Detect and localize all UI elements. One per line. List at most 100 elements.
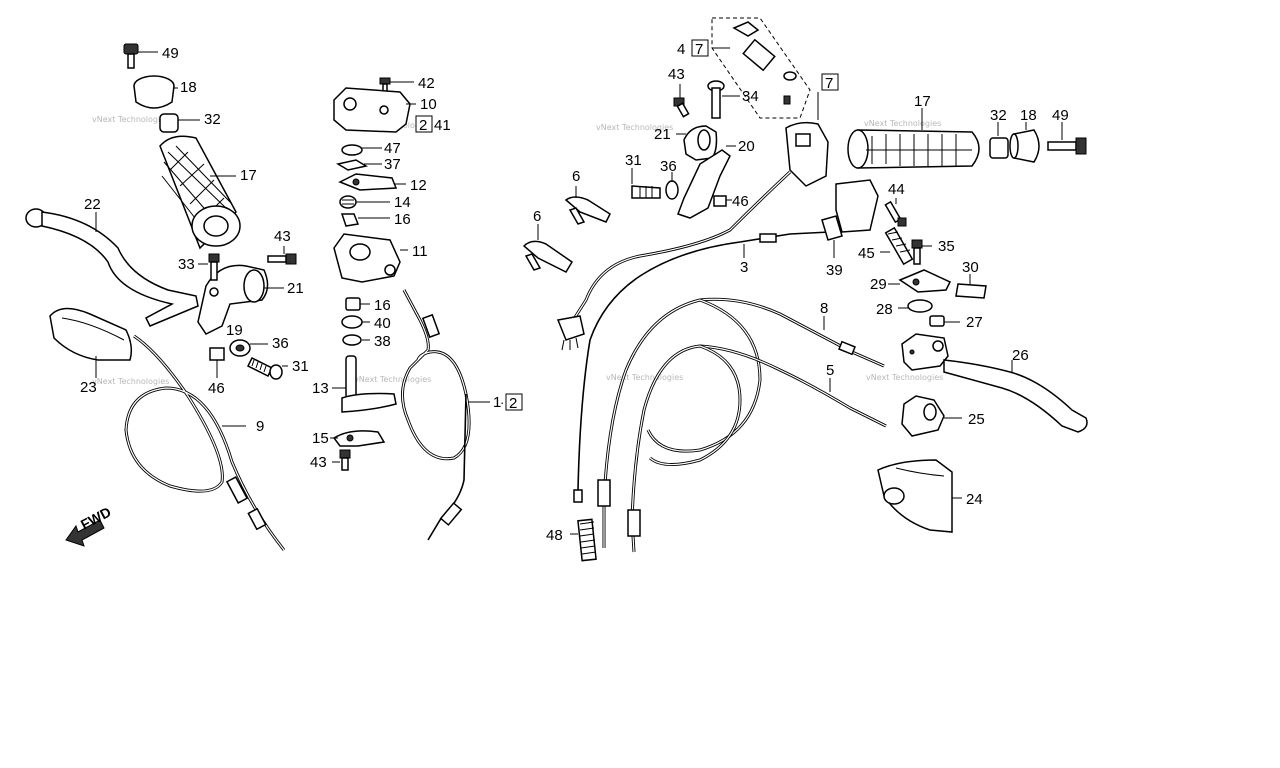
- callout: 39: [826, 262, 843, 279]
- part-cable-3: [573, 231, 831, 503]
- callout: 44: [888, 181, 905, 198]
- part-holder-21-right: [676, 125, 718, 161]
- callout: 32: [204, 111, 221, 128]
- callout: 16: [374, 297, 391, 314]
- callout: 37: [384, 156, 401, 173]
- part-cable-5: [627, 344, 887, 553]
- ref-box-7-top: 7: [821, 73, 839, 92]
- part-throttle-arm-12: [338, 173, 406, 191]
- callout: 34: [742, 88, 759, 105]
- callout: 42: [418, 75, 435, 92]
- callout: 6: [533, 208, 541, 225]
- part-holder-25: [901, 395, 962, 437]
- callout: 36: [660, 158, 677, 175]
- watermark: vNext Technologies: [92, 377, 169, 386]
- watermark: vNext Technologies: [596, 123, 673, 132]
- callout: 29: [870, 276, 887, 293]
- part-switch-39: [821, 215, 843, 258]
- part-switch-harness: [556, 170, 792, 351]
- callout: 23: [80, 379, 97, 396]
- part-lever-cover-24: [877, 459, 962, 533]
- callout: 18: [1020, 107, 1037, 124]
- callout: 43: [668, 66, 685, 83]
- part-washer-36-left: [229, 339, 268, 357]
- callout: 18: [180, 79, 197, 96]
- callout: 49: [1052, 107, 1069, 124]
- callout: 45: [858, 245, 875, 262]
- part-bolt-31-left: [246, 356, 288, 380]
- callout-labels: 49 18 32 17 22 43 33 21 19 36 31 23 46 9…: [80, 41, 1069, 544]
- part-lever-cover-23: [49, 307, 133, 378]
- part-lever-bracket-21-left: [197, 264, 284, 335]
- callout: 25: [968, 411, 985, 428]
- part-switch-housing: [785, 92, 879, 233]
- svg-text:2: 2: [419, 117, 427, 134]
- part-37: [336, 159, 382, 171]
- svg-text:7: 7: [825, 75, 833, 92]
- part-47: [341, 144, 382, 156]
- part-grip-17-left: [159, 135, 241, 250]
- callout: 6: [572, 168, 580, 185]
- part-bolt-49-right: [1047, 122, 1087, 155]
- callout: 31: [625, 152, 642, 169]
- callout: 36: [272, 335, 289, 352]
- callout: 8: [820, 300, 828, 317]
- svg-text:7: 7: [695, 41, 703, 58]
- callout: 10: [420, 96, 437, 113]
- part-spring-14: [339, 195, 390, 209]
- callout: 21: [654, 126, 671, 143]
- part-master-cylinder-cap-4: [712, 21, 797, 105]
- part-cable-8: [597, 297, 885, 548]
- part-bolt-35: [911, 239, 932, 265]
- callout: 33: [178, 256, 195, 273]
- svg-text:2: 2: [509, 395, 517, 412]
- callout: 12: [410, 177, 427, 194]
- ref-box-7-4: 7: [691, 39, 709, 58]
- callout: 17: [914, 93, 931, 110]
- callout: 48: [546, 527, 563, 544]
- callout: 4: [677, 41, 685, 58]
- part-28: [898, 299, 933, 313]
- part-bar-end-18-left: [133, 75, 178, 109]
- callout: 5: [826, 362, 834, 379]
- watermark: vNext Technologies: [92, 115, 169, 124]
- part-spring-48: [570, 518, 597, 562]
- callout: 28: [876, 301, 893, 318]
- part-bolt-31-right: [631, 168, 661, 199]
- callout: 43: [274, 228, 291, 245]
- part-27: [929, 315, 960, 327]
- part-bar-end-18-right: [1009, 122, 1040, 163]
- watermark: vNext Technologies: [354, 375, 431, 384]
- callout: 43: [310, 454, 327, 471]
- callout: 24: [966, 491, 983, 508]
- watermark: vNext Technologies: [606, 373, 683, 382]
- callout: 47: [384, 140, 401, 157]
- callout: 30: [962, 259, 979, 276]
- part-29: [888, 269, 952, 293]
- part-throttle-cable-1: [401, 289, 490, 541]
- part-spring-45: [880, 226, 914, 266]
- callout: 17: [240, 167, 257, 184]
- callout: 31: [292, 358, 309, 375]
- callout: 22: [84, 196, 101, 213]
- part-brake-lever-26: [901, 333, 1088, 433]
- part-collar-32-left: [159, 113, 200, 133]
- part-pin-34: [707, 80, 740, 119]
- callout: 15: [312, 430, 329, 447]
- callout: 46: [732, 193, 749, 210]
- callout: 1: [493, 394, 501, 411]
- callout: 41: [434, 117, 451, 134]
- part-collar-32-right: [989, 122, 1009, 159]
- part-clamp-15: [330, 430, 386, 447]
- callout: 26: [1012, 347, 1029, 364]
- part-40: [341, 315, 370, 329]
- part-16-lower: [345, 297, 370, 311]
- ref-box-2-41: 2: [415, 115, 433, 134]
- callout: 27: [966, 314, 983, 331]
- callout: 11: [412, 243, 428, 260]
- part-16-upper: [340, 213, 390, 227]
- part-screw-43-right: [673, 84, 690, 118]
- callout: 19: [226, 322, 243, 339]
- part-nut-46-left: [209, 347, 225, 378]
